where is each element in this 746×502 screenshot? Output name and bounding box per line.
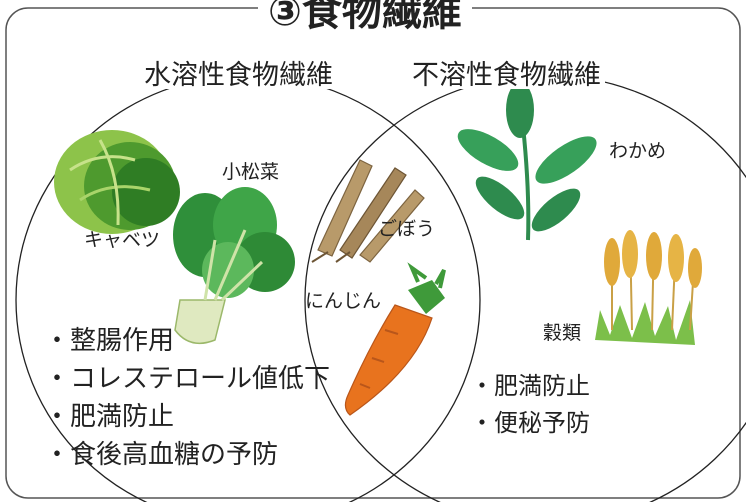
page-title: ③食物繊維 [258, 0, 472, 32]
food-label-cabbage: キャベツ [84, 229, 161, 251]
soluble-benefit-item: ・整腸作用 [44, 326, 175, 356]
soluble-benefits-list: ・整腸作用 ・コレステロール値低下 ・肥満防止 ・食後高血糖の予防 [44, 322, 330, 474]
gobo-icon [311, 159, 425, 263]
wakame-icon [457, 82, 597, 241]
food-label-wakame: わかめ [609, 140, 667, 162]
grain-icon [595, 230, 702, 345]
insoluble-benefit-item: ・肥満防止 [470, 372, 590, 400]
komatsuna-icon [173, 187, 295, 345]
soluble-benefit-item: ・食後高血糖の予防 [44, 440, 279, 470]
soluble-benefit-item: ・コレステロール値低下 [44, 364, 331, 394]
insoluble-benefits-list: ・肥満防止 ・便秘予防 [470, 368, 590, 442]
carrot-icon [344, 262, 446, 416]
food-label-carrot: にんじん [305, 290, 382, 312]
insoluble-fiber-title: 不溶性食物繊維 [408, 62, 605, 89]
cabbage-icon [54, 130, 180, 234]
food-label-komatsuna: 小松菜 [222, 161, 280, 183]
soluble-benefit-item: ・肥満防止 [44, 402, 175, 432]
soluble-fiber-title: 水溶性食物繊維 [140, 62, 337, 89]
food-label-grain: 穀類 [543, 322, 582, 344]
food-label-gobo: ごぼう [378, 218, 436, 240]
insoluble-benefit-item: ・便秘予防 [470, 409, 590, 437]
